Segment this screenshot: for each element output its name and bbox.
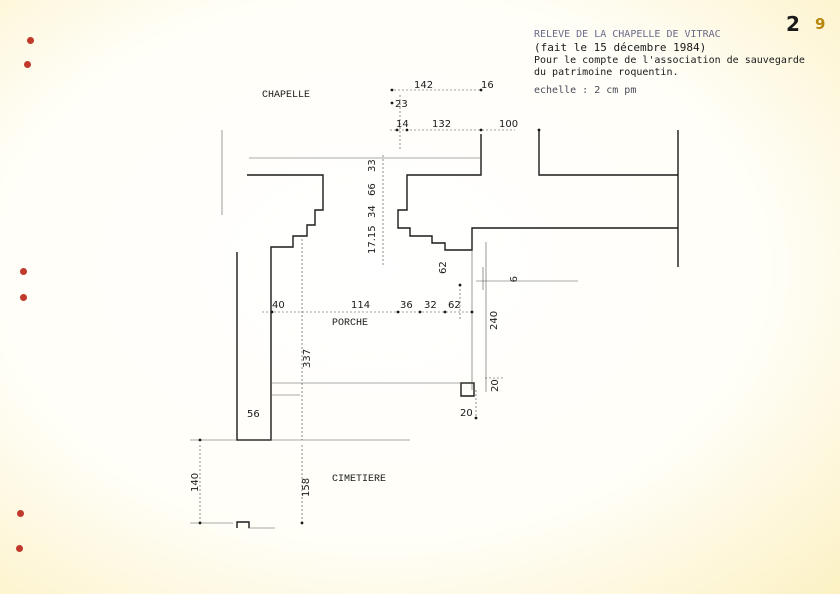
survey-scale: echelle : 2 cm pm xyxy=(534,85,637,96)
wall-outline xyxy=(236,130,679,528)
dim-17-15: 17.15 xyxy=(367,225,378,254)
dim-66: 66 xyxy=(367,183,378,196)
survey-title: RELEVE DE LA CHAPELLE DE VITRAC xyxy=(534,29,721,40)
label-cimetiere: CIMETIERE xyxy=(332,474,387,485)
dim-114: 114 xyxy=(351,300,370,311)
punch-hole xyxy=(20,268,27,275)
punch-hole xyxy=(17,510,24,517)
dim-20-horizontal: 20 xyxy=(460,408,473,419)
punch-hole xyxy=(27,37,34,44)
dim-32: 32 xyxy=(424,300,437,311)
dim-158: 158 xyxy=(301,478,312,497)
dim-132: 132 xyxy=(432,119,451,130)
punch-hole xyxy=(16,545,23,552)
dim-23: 23 xyxy=(395,99,408,110)
dim-142: 142 xyxy=(414,80,433,91)
dim-40: 40 xyxy=(272,300,285,311)
dim-16: 16 xyxy=(481,80,494,91)
dim-20-vertical: 20 xyxy=(490,379,501,392)
dim-56: 56 xyxy=(247,409,260,420)
dim-140: 140 xyxy=(190,473,201,492)
page-number-sub: 9 xyxy=(815,15,826,33)
dim-100: 100 xyxy=(499,119,518,130)
dim-9: 9 xyxy=(507,276,518,282)
dim-62-vertical: 62 xyxy=(438,261,449,274)
dim-34: 34 xyxy=(367,205,378,218)
dim-240: 240 xyxy=(489,311,500,330)
dim-33: 33 xyxy=(367,159,378,172)
label-chapelle: CHAPELLE xyxy=(262,90,311,101)
survey-date: (fait le 15 décembre 1984) xyxy=(534,41,707,54)
label-porche: PORCHE xyxy=(332,318,369,329)
reference-lines xyxy=(190,130,578,529)
punch-hole xyxy=(20,294,27,301)
dimension-lines xyxy=(199,89,515,525)
dimension-ticks xyxy=(198,88,541,525)
dim-337: 337 xyxy=(302,349,313,368)
survey-client-line1: Pour le compte de l'association de sauve… xyxy=(534,55,805,66)
punch-hole xyxy=(24,61,31,68)
dim-14: 14 xyxy=(396,119,409,130)
dim-62-horizontal: 62 xyxy=(448,300,461,311)
dim-36: 36 xyxy=(400,300,413,311)
page-number: 2 xyxy=(786,12,800,36)
survey-client-line2: du patrimoine roquentin. xyxy=(534,67,679,78)
